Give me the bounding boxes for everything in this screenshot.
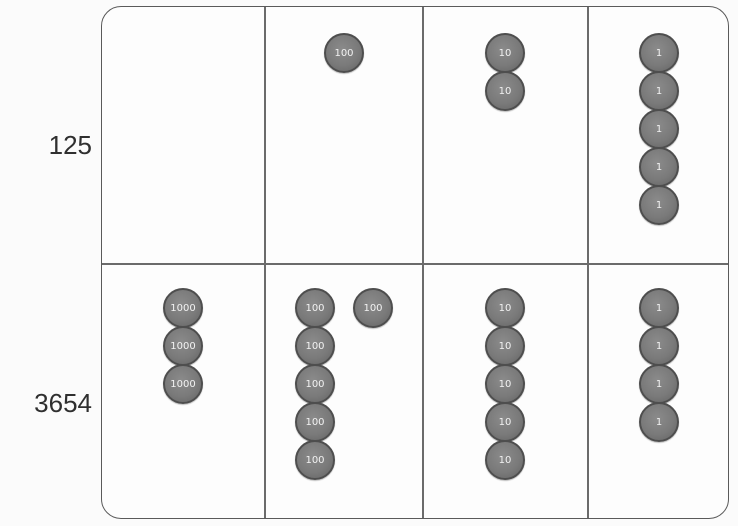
row-label-second: 3654 <box>0 388 92 419</box>
coin-1: 1 <box>639 364 679 404</box>
coin-100: 100 <box>353 288 393 328</box>
coin-1: 1 <box>639 288 679 328</box>
coin-10: 10 <box>485 33 525 73</box>
coin-1: 1 <box>639 147 679 187</box>
coin-10: 10 <box>485 402 525 442</box>
coin-10: 10 <box>485 326 525 366</box>
coin-1: 1 <box>639 326 679 366</box>
coin-100: 100 <box>295 288 335 328</box>
coin-1000: 1000 <box>163 288 203 328</box>
coin-1000: 1000 <box>163 326 203 366</box>
coin-1: 1 <box>639 185 679 225</box>
coin-1: 1 <box>639 402 679 442</box>
row-divider <box>102 263 728 265</box>
coin-1: 1 <box>639 109 679 149</box>
row-label-first: 125 <box>0 130 92 161</box>
coin-100: 100 <box>324 33 364 73</box>
coin-1: 1 <box>639 71 679 111</box>
coin-100: 100 <box>295 326 335 366</box>
coin-1000: 1000 <box>163 364 203 404</box>
coin-10: 10 <box>485 364 525 404</box>
coin-1: 1 <box>639 33 679 73</box>
coin-100: 100 <box>295 402 335 442</box>
coin-10: 10 <box>485 71 525 111</box>
coin-100: 100 <box>295 364 335 404</box>
coin-10: 10 <box>485 288 525 328</box>
coin-10: 10 <box>485 440 525 480</box>
coin-100: 100 <box>295 440 335 480</box>
